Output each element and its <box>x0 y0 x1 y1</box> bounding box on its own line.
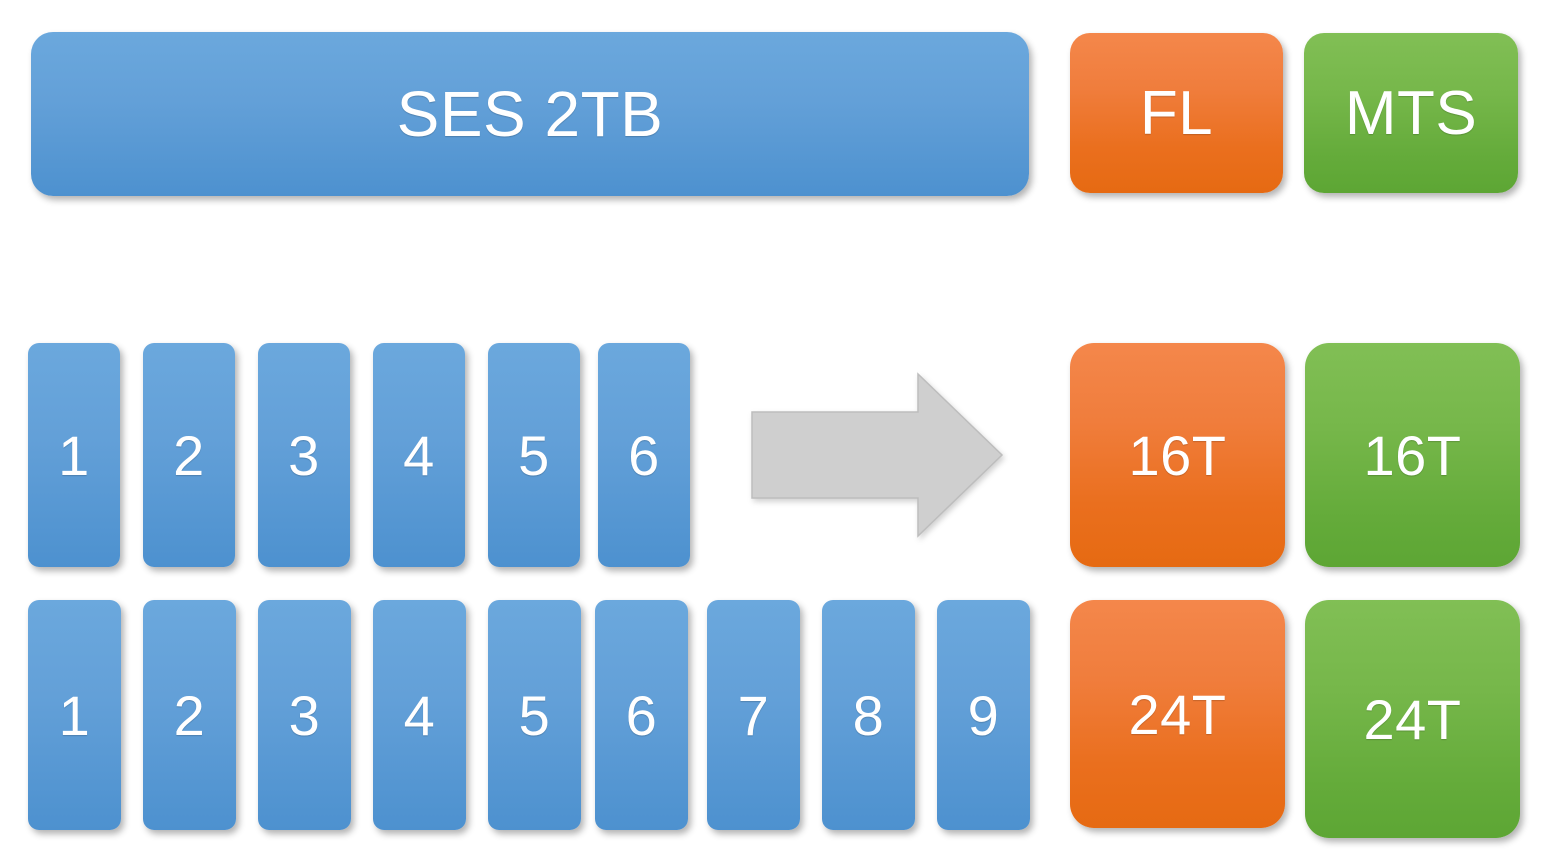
capacity-row-a-fl[interactable]: 16T <box>1070 343 1285 567</box>
capacity-row-b-mts[interactable]: 24T <box>1305 600 1520 838</box>
slot-row-b-6[interactable]: 6 <box>595 600 688 830</box>
slot-row-b-5[interactable]: 5 <box>488 600 581 830</box>
slot-row-a-3[interactable]: 3 <box>258 343 350 567</box>
ses-capacity-bar[interactable]: SES 2TB <box>31 32 1029 196</box>
slot-row-a-4[interactable]: 4 <box>373 343 465 567</box>
slot-row-a-6[interactable]: 6 <box>598 343 690 567</box>
right-arrow-icon <box>751 372 1004 538</box>
slot-row-b-7[interactable]: 7 <box>707 600 800 830</box>
slot-row-b-1[interactable]: 1 <box>28 600 121 830</box>
capacity-row-b-fl[interactable]: 24T <box>1070 600 1285 828</box>
slot-row-b-9[interactable]: 9 <box>937 600 1030 830</box>
slot-row-b-4[interactable]: 4 <box>373 600 466 830</box>
slot-row-b-8[interactable]: 8 <box>822 600 915 830</box>
slot-row-a-2[interactable]: 2 <box>143 343 235 567</box>
slot-row-a-5[interactable]: 5 <box>488 343 580 567</box>
fl-box[interactable]: FL <box>1070 33 1283 193</box>
slot-row-a-1[interactable]: 1 <box>28 343 120 567</box>
slot-row-b-2[interactable]: 2 <box>143 600 236 830</box>
mts-box[interactable]: MTS <box>1304 33 1518 193</box>
slot-row-b-3[interactable]: 3 <box>258 600 351 830</box>
capacity-row-a-mts[interactable]: 16T <box>1305 343 1520 567</box>
